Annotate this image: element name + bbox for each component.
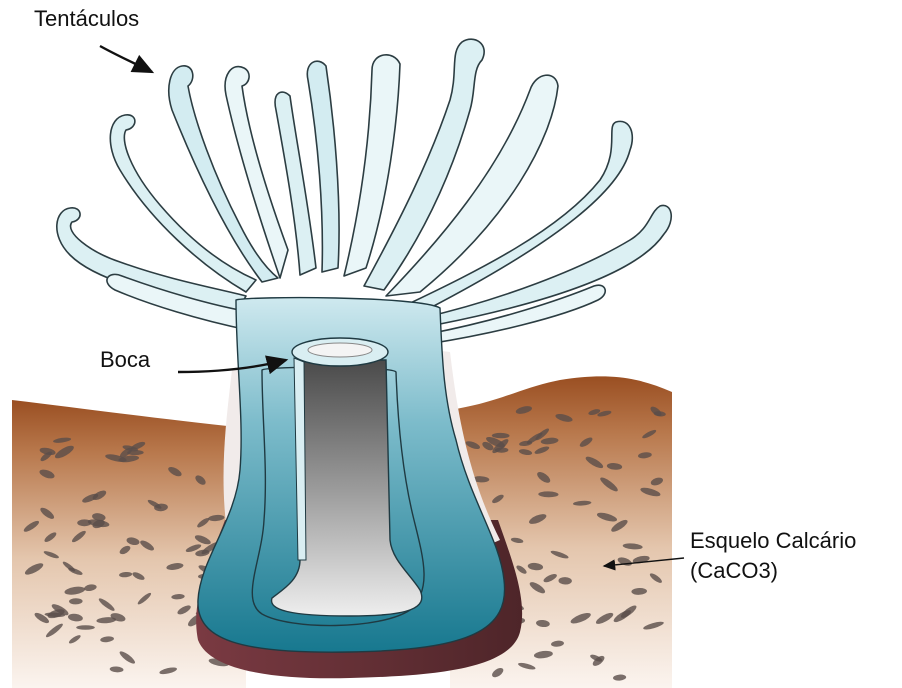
label-tentaculos: Tentáculos [34, 6, 139, 31]
pebble [76, 625, 95, 630]
label-caco3: (CaCO3) [690, 558, 778, 583]
label-esquelo-calcario: Esquelo Calcário [690, 528, 856, 553]
label-boca: Boca [100, 347, 150, 372]
mouth-opening [308, 343, 372, 357]
arrow-tentaculos [100, 46, 152, 72]
